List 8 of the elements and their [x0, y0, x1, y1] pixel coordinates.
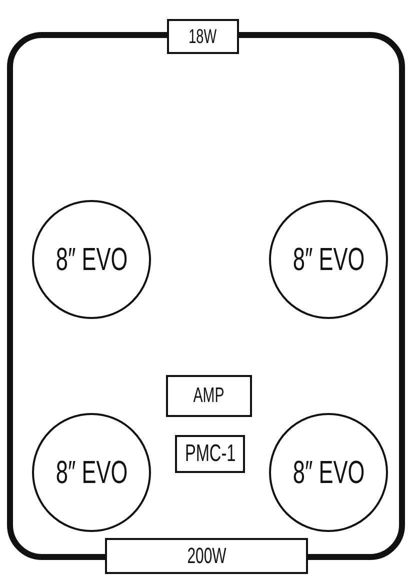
module-box: PMC-1 [175, 435, 245, 473]
speaker-circle: 8″ EVO [269, 413, 388, 532]
amp-box: AMP [166, 375, 252, 417]
rating-box: 200W [105, 538, 308, 574]
speaker-circle: 8″ EVO [269, 200, 388, 319]
rating-box: 18W [167, 19, 239, 54]
speaker-circle: 8″ EVO [32, 200, 151, 319]
speaker-circle: 8″ EVO [32, 413, 151, 532]
